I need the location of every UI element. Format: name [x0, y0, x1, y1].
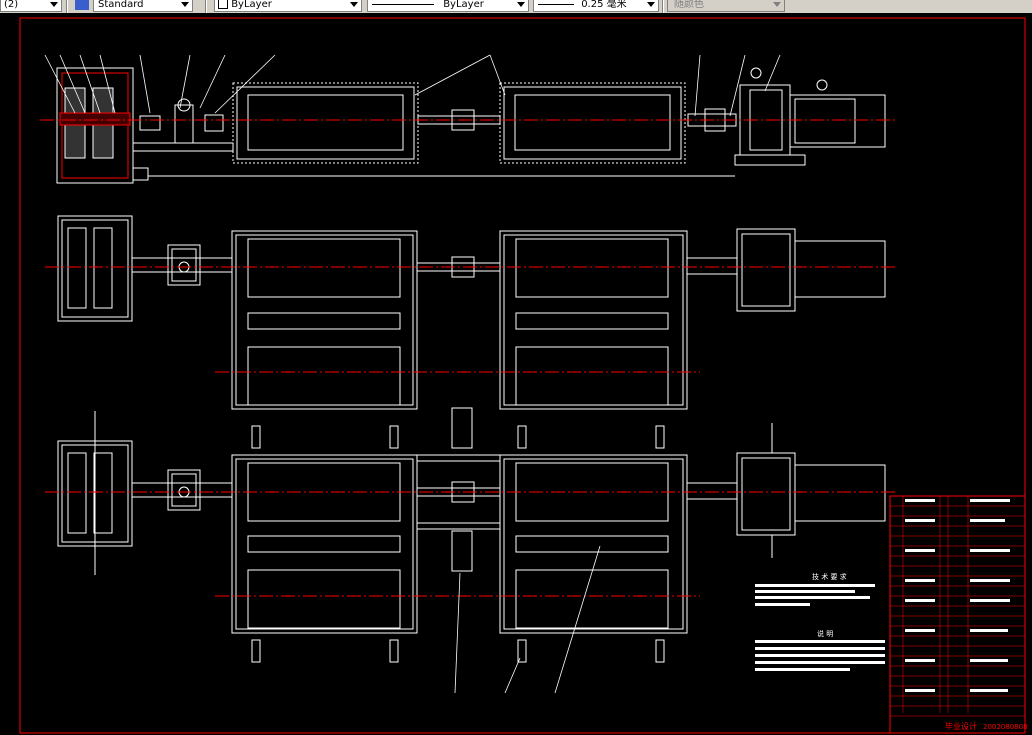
- technical-notes: 技 术 要 求 说 明: [755, 572, 885, 671]
- scale-dropdown[interactable]: (2): [0, 0, 62, 12]
- chevron-down-icon: [350, 2, 358, 7]
- chevron-down-icon: [181, 2, 189, 7]
- text-style-dropdown-value: Standard: [98, 0, 144, 10]
- lineweight-dropdown-value: 0.25 毫米: [581, 0, 627, 10]
- drawing-number: 2002080808: [983, 723, 1028, 731]
- drawing-canvas[interactable]: 技 术 要 求 说 明: [0, 13, 1032, 735]
- toolbar-separator: [662, 0, 664, 13]
- toolbar: (2) Standard ByLayer ByLayer 0.25 毫米 随颜色: [0, 0, 1032, 13]
- line-preview-icon: [372, 3, 434, 5]
- title-block: 毕业设计 2002080808: [889, 495, 1028, 734]
- drawing-frame: [19, 17, 1026, 734]
- plot-style-dropdown[interactable]: 随颜色: [667, 0, 785, 12]
- drive-train-plan-2: [57, 407, 886, 663]
- line-preview-icon: [538, 3, 574, 5]
- color-dropdown-value: ByLayer: [231, 0, 272, 10]
- linetype-dropdown[interactable]: ByLayer: [367, 0, 529, 12]
- scale-dropdown-value: (2): [4, 0, 19, 10]
- chevron-down-icon: [517, 2, 525, 7]
- chevron-down-icon: [773, 2, 781, 7]
- notes-title-1: 技 术 要 求: [812, 572, 847, 581]
- color-swatch-icon: [218, 0, 228, 9]
- chevron-down-icon: [50, 2, 58, 7]
- toolbar-separator: [66, 0, 68, 13]
- leader-lines: [44, 54, 781, 694]
- color-dropdown[interactable]: ByLayer: [214, 0, 362, 12]
- toolbar-separator: [205, 0, 207, 13]
- text-style-dropdown[interactable]: Standard: [93, 0, 193, 12]
- text-style-icon[interactable]: [75, 0, 89, 10]
- title-block-text: 毕业设计: [945, 721, 977, 731]
- chevron-down-icon: [647, 2, 655, 7]
- lineweight-dropdown[interactable]: 0.25 毫米: [533, 0, 659, 12]
- drive-train-plan: [57, 215, 886, 410]
- centerlines: [40, 119, 895, 597]
- notes-title-2: 说 明: [817, 629, 833, 638]
- plot-style-dropdown-value: 随颜色: [674, 0, 704, 10]
- drive-train-elevation: [56, 67, 886, 184]
- linetype-dropdown-value: ByLayer: [443, 0, 484, 10]
